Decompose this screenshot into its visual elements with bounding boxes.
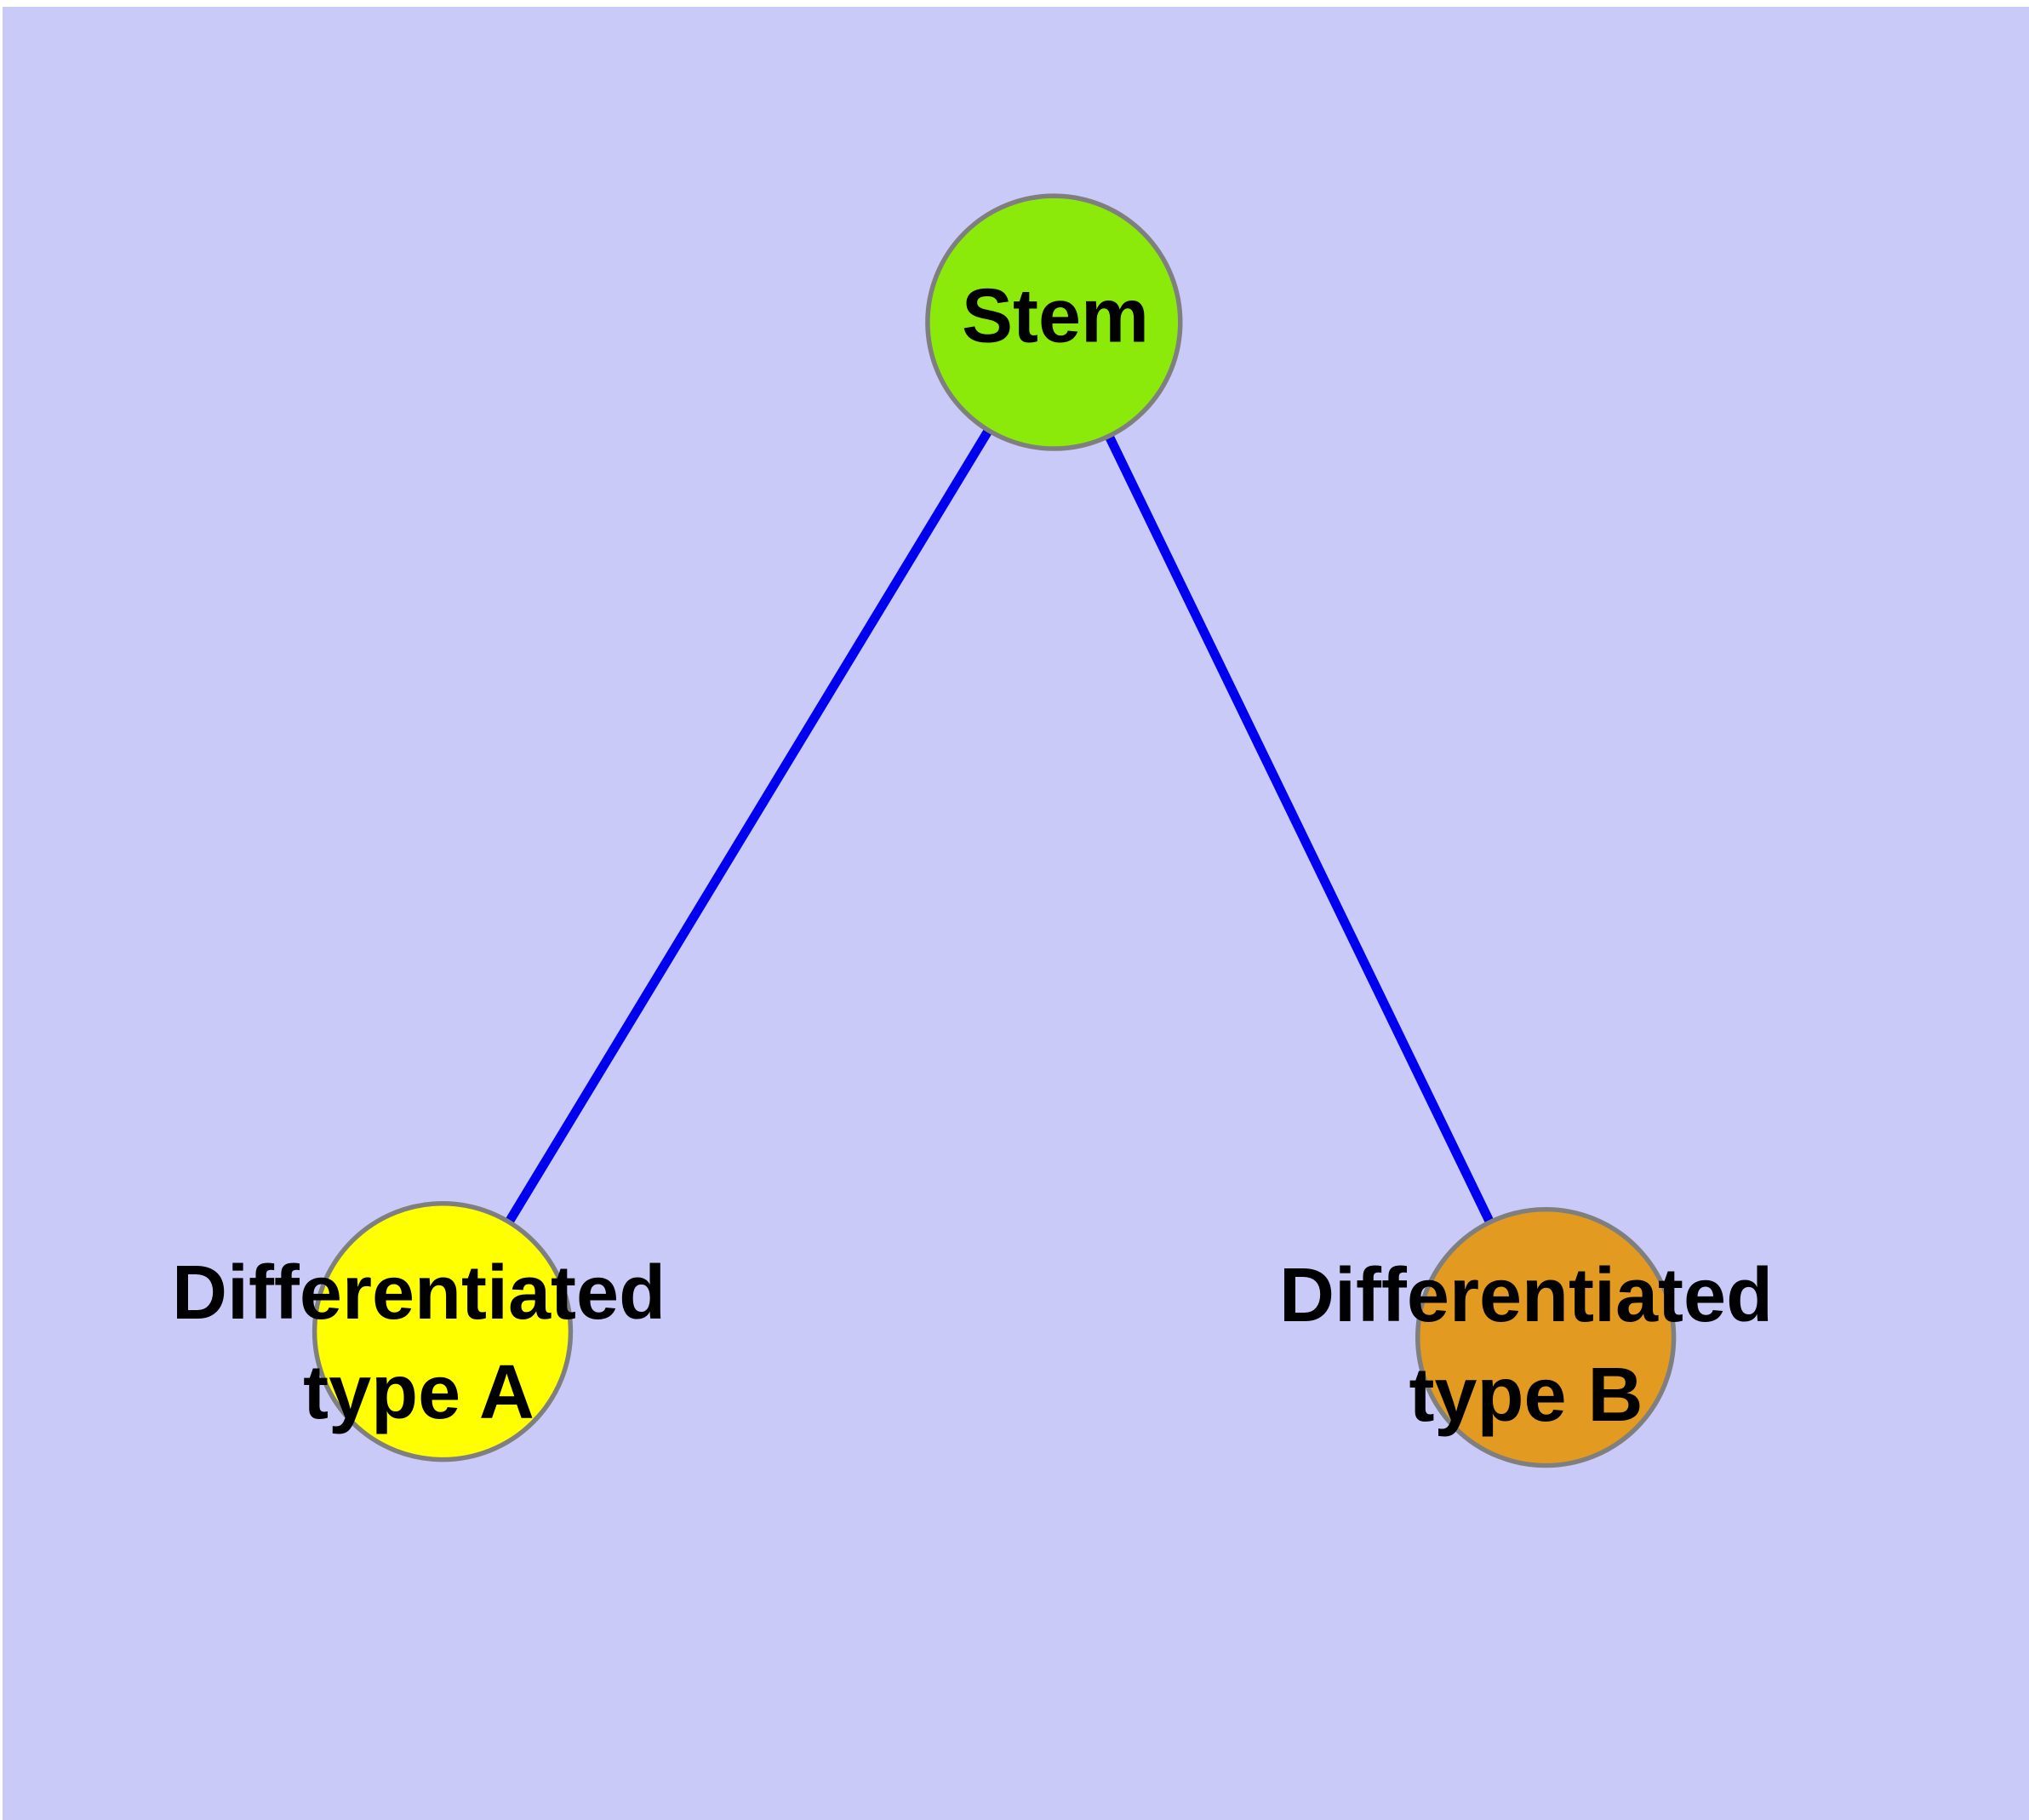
node-diff-b-label-line2: type B bbox=[1409, 1353, 1643, 1438]
node-diff-a-label: Differentiated type A bbox=[172, 1244, 666, 1443]
node-stem-label-line1: Stem bbox=[961, 273, 1150, 359]
node-diff-b-label: Differentiated type B bbox=[1279, 1246, 1773, 1445]
node-stem-circle bbox=[925, 193, 1183, 451]
node-stem-label: Stem bbox=[962, 267, 1149, 367]
node-diff-a-circle bbox=[311, 1200, 574, 1462]
diagram-background: Stem Differentiated type A Differentiate… bbox=[3, 7, 2029, 1820]
node-diff-a-label-line1: Differentiated bbox=[171, 1251, 666, 1336]
node-diff-b-circle bbox=[1415, 1206, 1677, 1468]
edge-stem-to-diff-a bbox=[438, 319, 1059, 1334]
edge-stem-to-diff-b bbox=[1049, 320, 1551, 1340]
node-diff-a-label-line2: type A bbox=[303, 1350, 534, 1435]
node-diff-b-label-line1: Differentiated bbox=[1278, 1253, 1774, 1338]
stem-cell-differentiation-diagram bbox=[311, 193, 1677, 1468]
